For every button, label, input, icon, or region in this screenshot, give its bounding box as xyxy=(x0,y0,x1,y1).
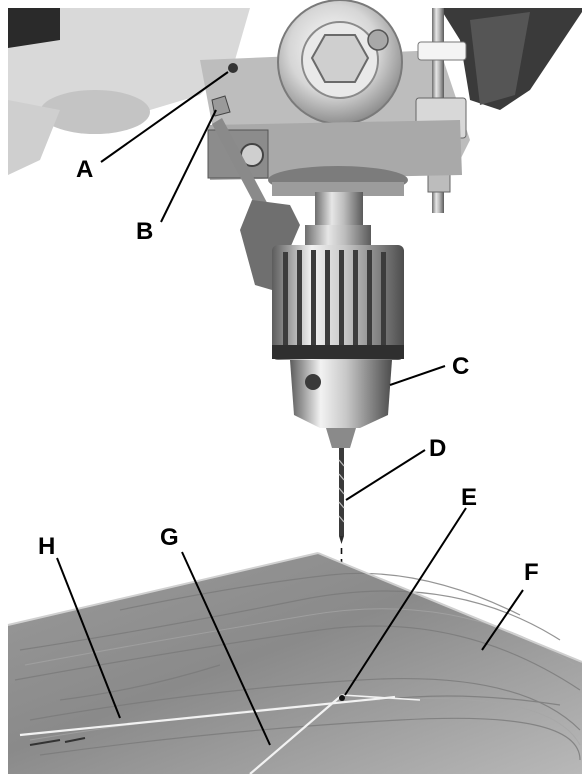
callout-label-g: G xyxy=(160,524,179,551)
drill-press-head xyxy=(8,0,582,290)
center-point-mark xyxy=(339,695,345,701)
callout-label-f: F xyxy=(524,559,539,586)
leader-line-f xyxy=(481,589,524,651)
leader-line-c xyxy=(389,365,446,386)
leader-line-h xyxy=(56,557,121,719)
callout-label-h: H xyxy=(38,533,55,560)
callout-label-c: C xyxy=(452,353,469,380)
leader-line-g xyxy=(181,551,271,746)
callout-label-e: E xyxy=(461,484,477,511)
callout-label-a: A xyxy=(76,156,93,183)
leader-line-d xyxy=(345,449,426,501)
chuck xyxy=(272,245,404,448)
callout-label-b: B xyxy=(136,218,153,245)
spindle xyxy=(272,182,404,247)
workpiece xyxy=(7,552,582,774)
leader-line-a xyxy=(100,71,229,163)
drill-bit xyxy=(338,448,345,544)
callout-label-d: D xyxy=(429,435,446,462)
leader-lines xyxy=(56,71,524,746)
leader-line-e xyxy=(344,507,467,696)
layout-line-g-secondary xyxy=(341,694,421,701)
leader-line-b xyxy=(160,109,217,223)
layout-line-g xyxy=(249,694,343,774)
